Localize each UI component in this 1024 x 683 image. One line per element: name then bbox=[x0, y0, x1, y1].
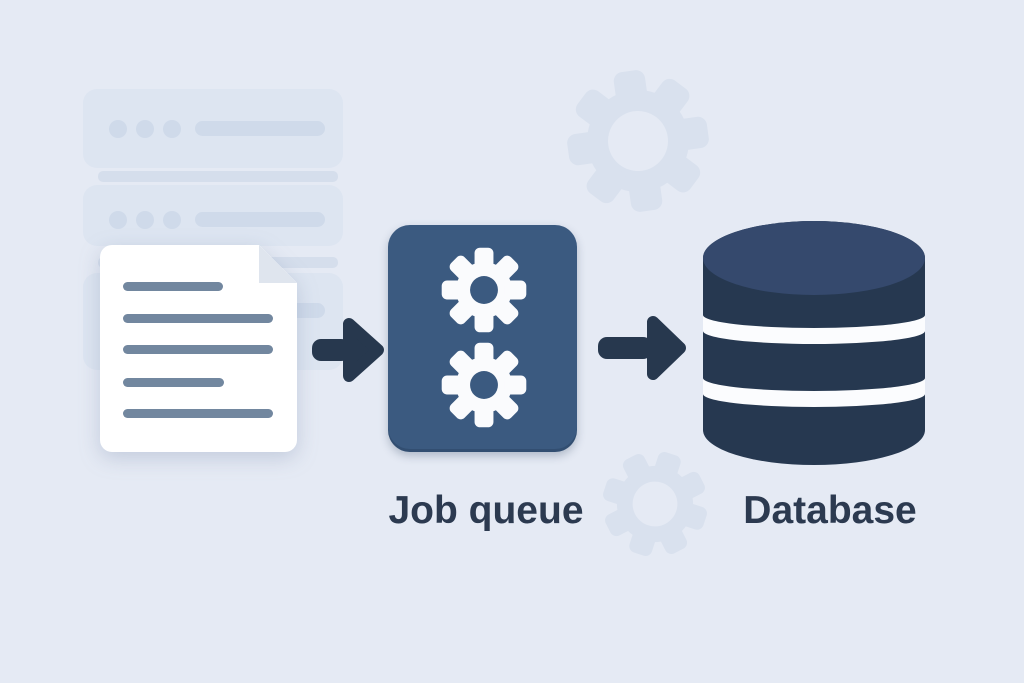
gear-watermark-top-icon bbox=[567, 70, 709, 212]
job-queue-label: Job queue bbox=[388, 489, 584, 532]
server-row bbox=[83, 185, 343, 246]
server-led-dot bbox=[136, 211, 154, 229]
gear-icon bbox=[441, 342, 527, 428]
database-icon bbox=[703, 221, 925, 465]
server-slot-bar bbox=[195, 212, 325, 227]
database-band bbox=[703, 378, 925, 407]
server-led-dot bbox=[109, 211, 127, 229]
database-top bbox=[703, 221, 925, 295]
document-fold-corner bbox=[259, 245, 297, 283]
document-text-line bbox=[123, 378, 224, 387]
server-led-dot bbox=[163, 211, 181, 229]
server-row bbox=[83, 89, 343, 168]
document-icon bbox=[100, 245, 297, 452]
rack-connector bbox=[98, 171, 338, 182]
server-led-dot bbox=[136, 120, 154, 138]
arrow-right-icon-2 bbox=[598, 316, 686, 380]
server-slot-bar bbox=[195, 121, 325, 136]
gear-icon bbox=[441, 247, 527, 333]
job-queue-node bbox=[388, 225, 577, 452]
server-led-dot bbox=[109, 120, 127, 138]
database-band bbox=[703, 315, 925, 344]
document-text-line bbox=[123, 345, 273, 354]
document-node bbox=[100, 245, 297, 452]
gear-watermark-bottom-icon bbox=[603, 452, 707, 556]
database-label: Database bbox=[743, 489, 917, 532]
arrow-right-icon-1 bbox=[312, 318, 384, 382]
server-led-dot bbox=[163, 120, 181, 138]
document-text-line bbox=[123, 409, 273, 418]
document-text-line bbox=[123, 282, 223, 291]
document-text-line bbox=[123, 314, 273, 323]
